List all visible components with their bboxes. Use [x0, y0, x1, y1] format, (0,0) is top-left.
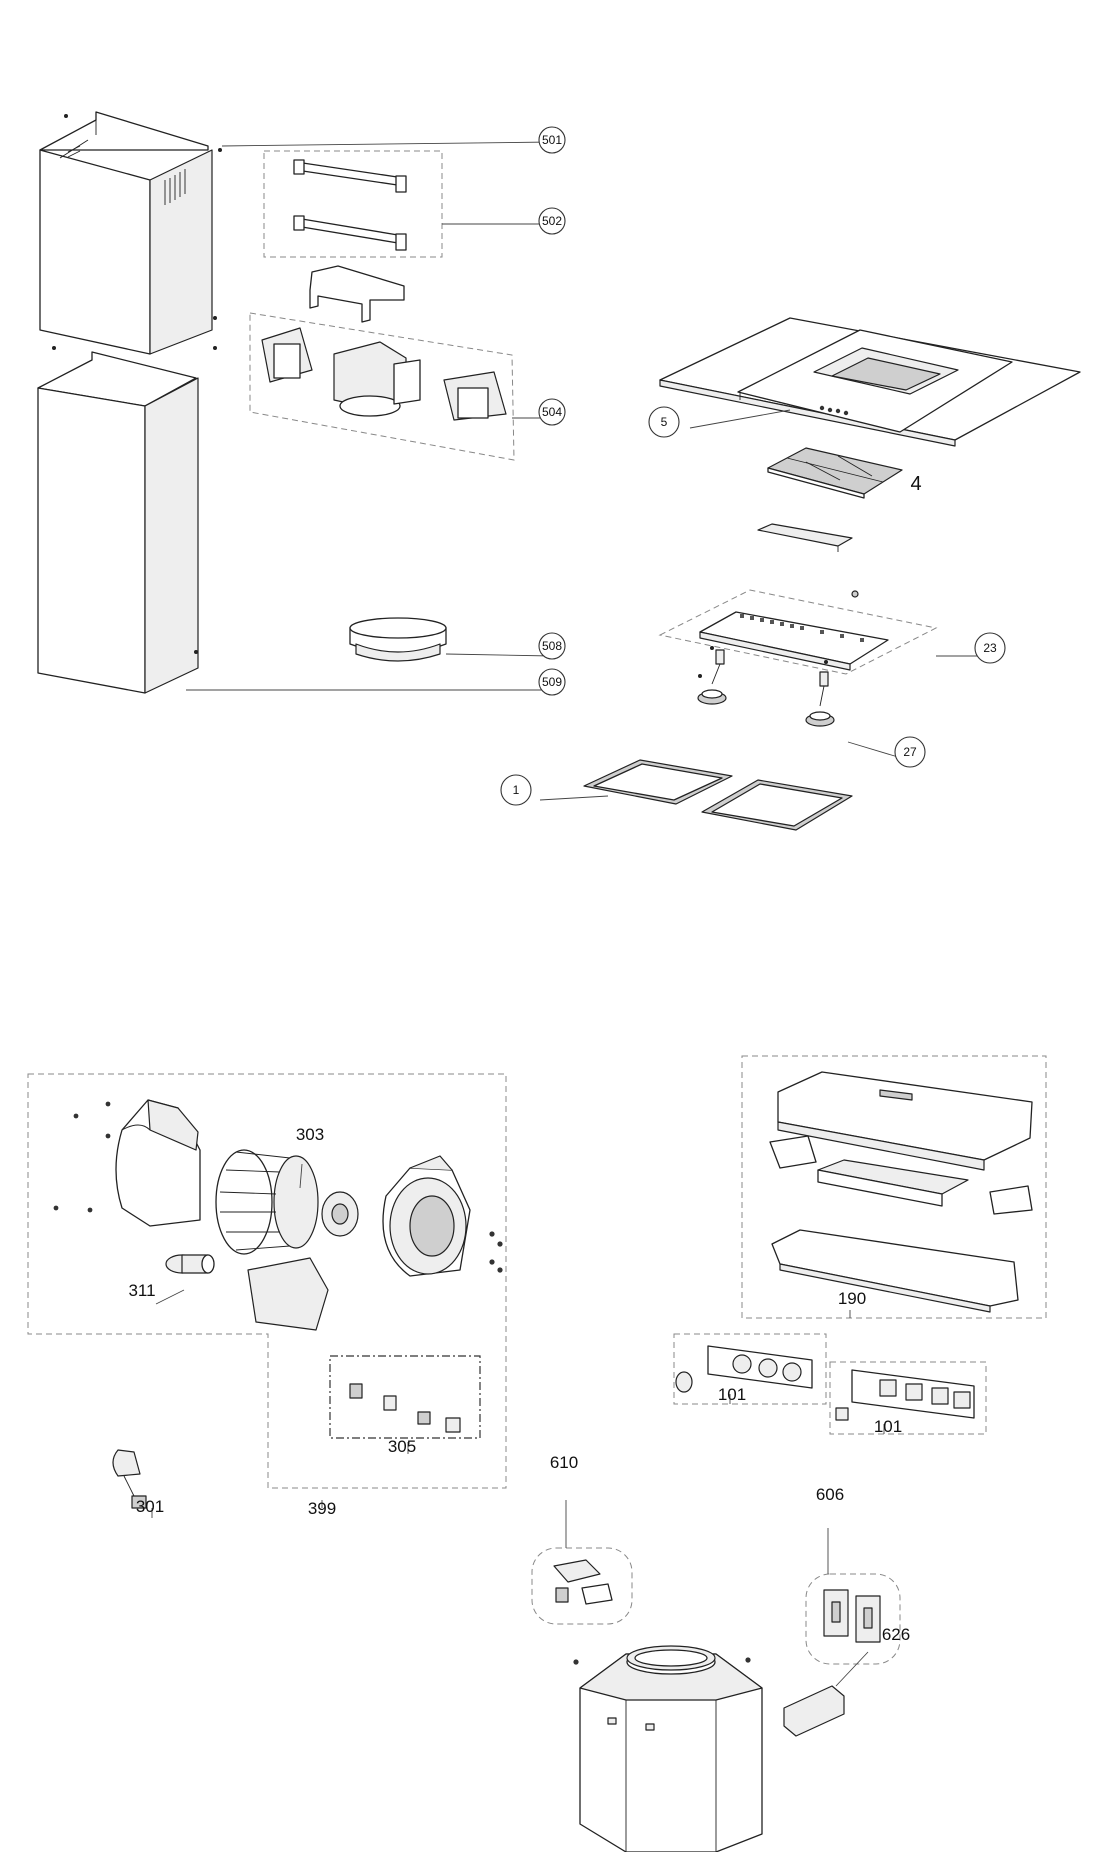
- callout-1-text: 1: [513, 783, 520, 797]
- motor-assembly: [27, 1073, 507, 1509]
- connector-group-606: [805, 1573, 901, 1665]
- callout-311-text: 311: [128, 1281, 155, 1300]
- callout-509-text: 509: [542, 675, 562, 689]
- grease-filters: [583, 759, 853, 831]
- duct-support-bracket: [309, 265, 405, 323]
- callout-501: 501: [538, 126, 566, 154]
- blower-box: [573, 1645, 763, 1852]
- callout-5-text: 5: [661, 415, 668, 429]
- duct-reducer: [349, 617, 447, 662]
- callout-504: 504: [538, 398, 566, 426]
- cable-cover-626: [783, 1685, 845, 1737]
- callout-626-text: 626: [882, 1625, 910, 1644]
- control-board-assembly: [658, 589, 938, 675]
- chimney-brackets: [263, 150, 443, 258]
- air-guide-plate: [247, 1257, 329, 1331]
- callout-509: 509: [538, 668, 566, 696]
- callout-502: 502: [538, 207, 566, 235]
- upper-chimney-cover: [39, 111, 222, 355]
- control-panel-left: [673, 1333, 827, 1405]
- hood-canopy: [659, 317, 1081, 447]
- callout-190-text: 190: [838, 1289, 866, 1308]
- halogen-lamps: [697, 649, 835, 727]
- callout-303-text: 303: [296, 1125, 324, 1144]
- fan-wheel: [215, 1149, 319, 1255]
- callout-610-text: 610: [550, 1453, 578, 1472]
- control-buttons-row: [819, 405, 849, 416]
- terminal-connectors: [349, 1383, 461, 1433]
- filter-rail: [757, 523, 853, 552]
- callout-5: 5: [648, 406, 680, 438]
- electronic-box-assembly: [741, 1055, 1047, 1319]
- control-panel-right: [829, 1361, 987, 1435]
- callout-508-text: 508: [542, 639, 562, 653]
- callout-399-text: 399: [308, 1499, 336, 1518]
- callout-101-right-text: 101: [874, 1417, 902, 1436]
- charcoal-filter: [767, 447, 903, 499]
- callout-502-text: 502: [542, 214, 562, 228]
- capacitor: [165, 1254, 215, 1274]
- connector-group-610: [531, 1547, 633, 1625]
- callout-501-text: 501: [542, 133, 562, 147]
- callout-4-text: 4: [910, 473, 921, 495]
- callout-301-text: 301: [136, 1497, 164, 1516]
- callout-606-text: 606: [816, 1485, 844, 1504]
- callout-508: 508: [538, 632, 566, 660]
- callout-1: 1: [500, 774, 532, 806]
- callout-101-left-text: 101: [718, 1385, 746, 1404]
- callout-27-text: 27: [903, 745, 917, 759]
- cable-clip: [112, 1449, 147, 1509]
- callout-4: 4: [910, 473, 921, 495]
- callout-504-text: 504: [542, 405, 562, 419]
- callout-305-text: 305: [388, 1437, 416, 1456]
- callout-23: 23: [974, 632, 1006, 664]
- lower-chimney-cover: [37, 346, 217, 694]
- motor-housing: [382, 1155, 471, 1277]
- duct-connector-set: [249, 312, 515, 461]
- callout-23-text: 23: [983, 641, 997, 655]
- callout-27: 27: [894, 736, 926, 768]
- motor: [321, 1191, 359, 1237]
